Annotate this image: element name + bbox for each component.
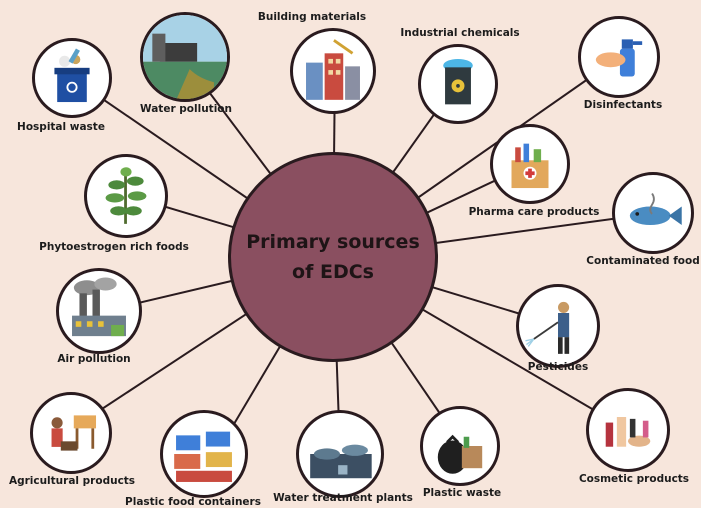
- spray-bottle-icon: [595, 39, 643, 77]
- center-title-line1: Primary sources: [246, 231, 420, 253]
- center-title-line2: of EDCs: [292, 261, 374, 283]
- trash-bin-icon: [54, 48, 90, 103]
- building-icon: [306, 39, 360, 100]
- node-pharma-care-products: [490, 124, 570, 204]
- factory-smoke-icon: [72, 277, 126, 337]
- node-cosmetic-products: [586, 388, 670, 472]
- cosmetics-icon: [605, 417, 651, 447]
- label-hospital-waste: Hospital waste: [17, 121, 105, 133]
- node-hospital-waste: [32, 38, 112, 118]
- node-contaminated-food: [612, 172, 694, 254]
- node-pesticides: [516, 284, 600, 368]
- garbage-bag-icon: [437, 434, 483, 474]
- label-pesticides: Pesticides: [527, 361, 589, 373]
- label-pharma-care-products: Pharma care products: [468, 206, 600, 218]
- water-tank-icon: [310, 444, 372, 479]
- center-hub: Primary sources of EDCs: [228, 152, 438, 362]
- polluted-pipe-icon: [143, 15, 227, 99]
- node-agricultural-products: [30, 392, 112, 474]
- label-cosmetic-products: Cosmetic products: [578, 473, 690, 485]
- farmer-icon: [51, 415, 97, 451]
- label-air-pollution: Air pollution: [57, 353, 131, 365]
- node-industrial-chemicals: [418, 44, 498, 124]
- node-air-pollution: [56, 268, 142, 354]
- label-industrial-chemicals: Industrial chemicals: [400, 27, 520, 39]
- label-water-pollution: Water pollution: [140, 103, 232, 115]
- label-disinfectants: Disinfectants: [583, 99, 663, 111]
- label-building-materials: Building materials: [257, 11, 367, 23]
- plant-icon: [105, 167, 147, 224]
- node-water-pollution: [140, 12, 230, 102]
- fish-icon: [629, 193, 682, 226]
- chemical-barrel-icon: [443, 59, 473, 105]
- label-plastic-food-containers: Plastic food containers: [125, 496, 261, 508]
- medicine-box-icon: [511, 143, 549, 189]
- node-plastic-food-containers: [160, 410, 248, 498]
- label-agricultural-products: Agricultural products: [8, 475, 136, 487]
- label-contaminated-food: Contaminated food: [586, 255, 700, 267]
- node-plastic-waste: [420, 406, 500, 486]
- food-container-icon: [174, 431, 232, 482]
- label-plastic-waste: Plastic waste: [422, 487, 502, 499]
- sprayer-worker-icon: [525, 301, 570, 354]
- node-building-materials: [290, 28, 376, 114]
- node-phytoestrogen-rich-foods: [84, 154, 168, 238]
- label-phytoestrogen-rich-foods: Phytoestrogen rich foods: [39, 241, 189, 253]
- label-water-treatment-plants: Water treatment plants: [273, 492, 413, 504]
- node-disinfectants: [578, 16, 660, 98]
- node-water-treatment-plants: [296, 410, 384, 498]
